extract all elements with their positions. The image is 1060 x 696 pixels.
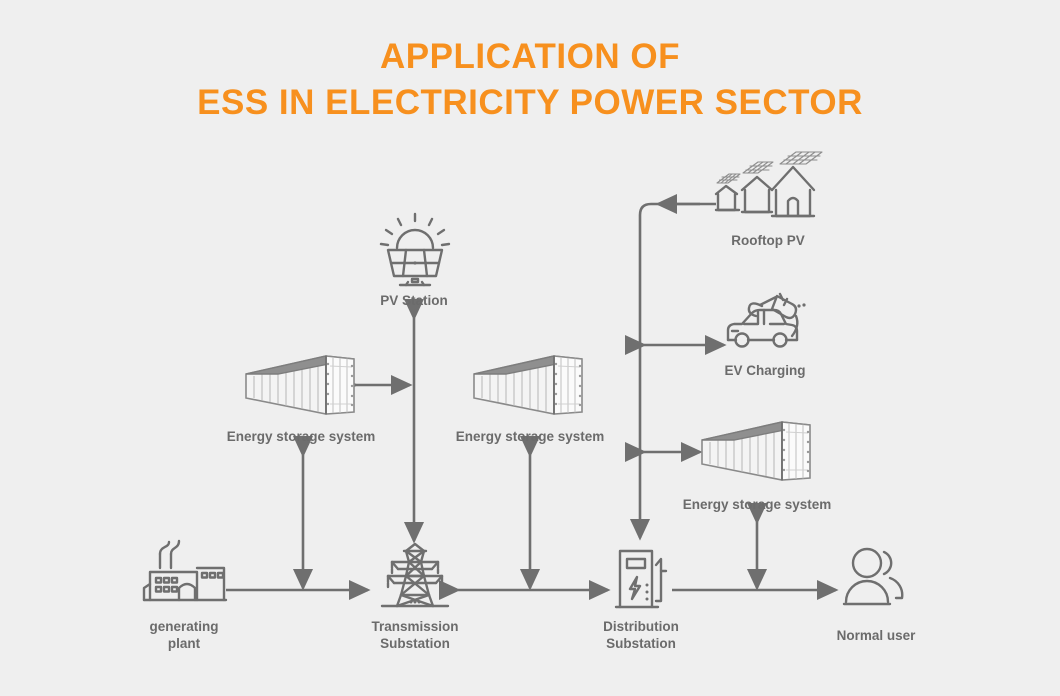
label-distribution-substation: Distribution Substation bbox=[603, 619, 679, 651]
label-ess-middle: Energy storage system bbox=[455, 429, 605, 444]
container-icon bbox=[244, 352, 356, 418]
label-transmission-substation: Transmission Substation bbox=[371, 619, 459, 651]
label-ess-right: Energy storage system bbox=[682, 497, 832, 512]
container-icon bbox=[472, 352, 584, 418]
container-icon bbox=[700, 418, 812, 484]
transmission-tower-icon bbox=[376, 540, 454, 612]
factory-icon bbox=[142, 538, 228, 610]
label-ev-charging: EV Charging bbox=[724, 363, 806, 378]
label-pv-station: PV Station bbox=[380, 293, 448, 308]
page-title: APPLICATION OF ESS IN ELECTRICITY POWER … bbox=[0, 34, 1060, 126]
arrow-rooftop-pv-to-distribution bbox=[629, 202, 716, 541]
label-generating-plant: generating plant bbox=[149, 619, 219, 651]
substation-cabinet-icon bbox=[614, 545, 670, 611]
users-icon bbox=[840, 544, 912, 610]
rooftop-solar-houses-icon bbox=[710, 150, 826, 228]
title-line-2: ESS IN ELECTRICITY POWER SECTOR bbox=[197, 83, 863, 122]
label-rooftop-pv: Rooftop PV bbox=[731, 233, 805, 248]
electric-car-plug-icon bbox=[722, 292, 808, 358]
solar-panel-sun-icon bbox=[378, 212, 452, 288]
label-normal-user: Normal user bbox=[836, 628, 916, 643]
label-ess-left: Energy storage system bbox=[226, 429, 376, 444]
title-line-1: APPLICATION OF bbox=[380, 37, 680, 76]
